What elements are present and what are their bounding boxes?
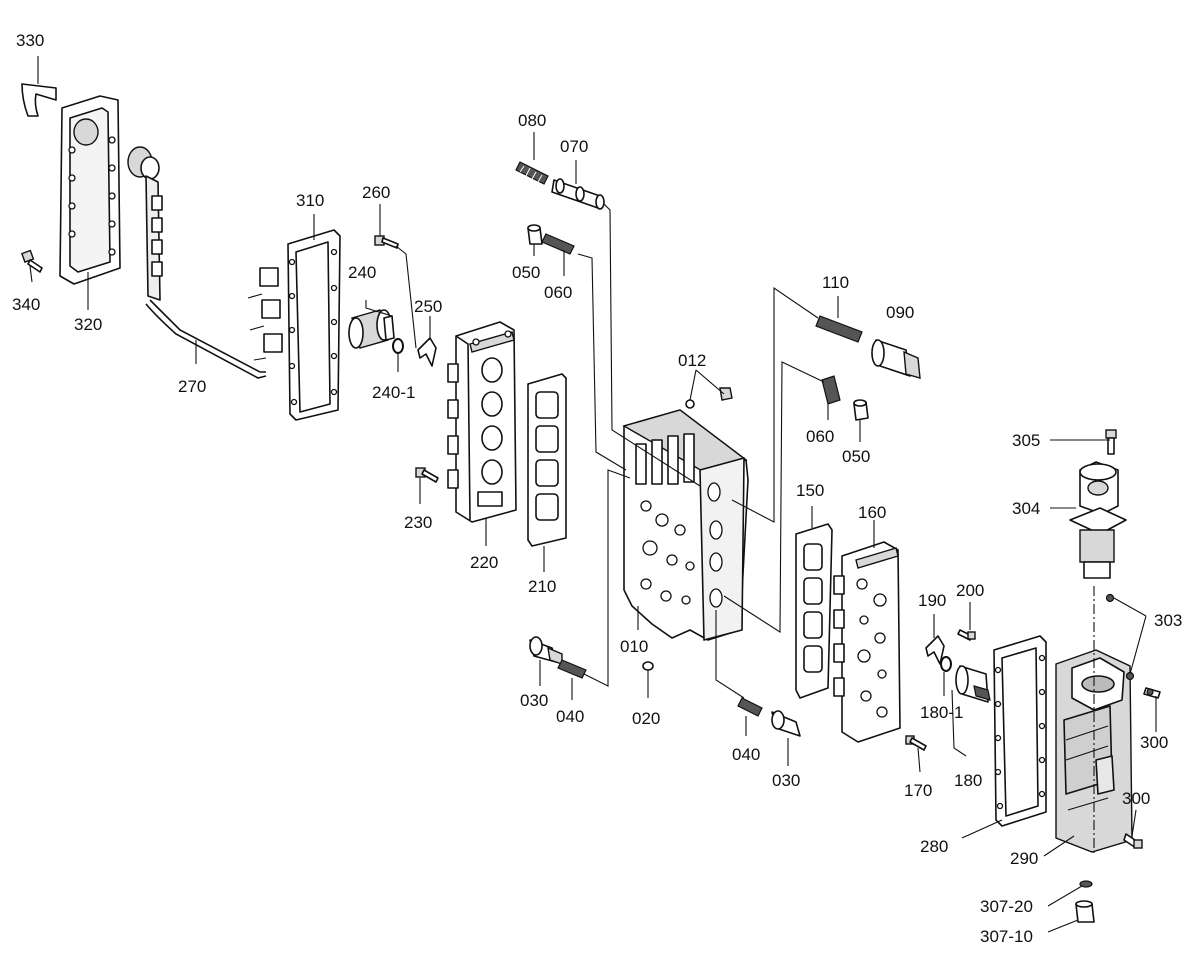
label-340: 340 [12,295,40,314]
label-250: 250 [414,297,442,316]
part-260-screw [374,235,399,249]
part-060-spring-b [821,375,841,405]
part-040-spring-b [737,697,763,717]
label-040-a: 040 [556,707,584,726]
label-320: 320 [74,315,102,334]
part-110-spring [815,315,863,343]
part-040-spring-a [557,659,587,679]
part-305-screw [1105,429,1117,455]
part-210-plate [527,373,567,547]
label-307-10: 307-10 [980,927,1033,946]
label-303: 303 [1154,611,1182,630]
label-260: 260 [362,183,390,202]
label-307-20: 307-20 [980,897,1033,916]
label-310: 310 [296,191,324,210]
part-300-screw-a [1143,687,1161,699]
label-240-1: 240-1 [372,383,415,402]
part-304-solenoid-valve [1069,461,1127,579]
label-300-b: 300 [1122,789,1150,808]
label-180: 180 [954,771,982,790]
part-030-plug-b [771,710,801,737]
label-200: 200 [956,581,984,600]
part-010-main-body [622,409,749,641]
part-340-screw [20,249,43,273]
part-230-screw [415,467,439,483]
part-330-clip [21,83,57,117]
part-060-spring-a [541,233,575,255]
part-307-20-ring [1079,880,1093,888]
part-220-valve-body [447,321,517,523]
part-240-1-oring [392,338,404,354]
label-020: 020 [632,709,660,728]
label-080: 080 [518,111,546,130]
part-020-pin [642,661,654,671]
leader-lines [29,56,1157,933]
label-160: 160 [858,503,886,522]
part-070-spool [551,178,605,210]
part-180-1-oring [940,656,952,672]
label-330: 330 [16,31,44,50]
part-labels: 330 320 340 270 310 260 240 240-1 250 23… [12,31,1182,946]
part-240-solenoid [348,309,395,349]
label-090: 090 [886,303,914,322]
label-150: 150 [796,481,824,500]
label-060-a: 060 [544,283,572,302]
label-305: 305 [1012,431,1040,450]
part-090-plug [871,339,921,379]
part-050-plug-a [527,224,543,245]
label-190: 190 [918,591,946,610]
label-240: 240 [348,263,376,282]
label-050-a: 050 [512,263,540,282]
label-210: 210 [528,577,556,596]
part-280-gasket [993,635,1047,827]
label-304: 304 [1012,499,1040,518]
label-270: 270 [178,377,206,396]
part-170-screw [905,735,927,751]
label-230: 230 [404,513,432,532]
label-050-b: 050 [842,447,870,466]
part-030-plug-a [529,636,563,665]
label-110: 110 [822,273,849,292]
part-180-solenoid [955,665,991,703]
part-300-screw-b [1123,833,1143,849]
label-012: 012 [678,351,706,370]
label-070: 070 [560,137,588,156]
label-180-1: 180-1 [920,703,963,722]
label-010: 010 [620,637,648,656]
part-270-harness [127,146,283,379]
part-310-gasket [287,229,341,421]
label-280: 280 [920,837,948,856]
part-050-plug-b [853,399,869,421]
label-290: 290 [1010,849,1038,868]
part-012-check [685,387,733,409]
part-080-spring [515,161,549,185]
part-250-bracket [417,337,437,367]
label-220: 220 [470,553,498,572]
label-300-a: 300 [1140,733,1168,752]
label-170: 170 [904,781,932,800]
label-030-b: 030 [772,771,800,790]
part-307-10-plug [1075,900,1095,923]
label-060-b: 060 [806,427,834,446]
part-320-cover [59,95,121,285]
label-040-b: 040 [732,745,760,764]
part-150-plate [795,523,833,699]
label-030-a: 030 [520,691,548,710]
part-160-valve-body [833,541,901,743]
part-200-screw [957,629,976,641]
